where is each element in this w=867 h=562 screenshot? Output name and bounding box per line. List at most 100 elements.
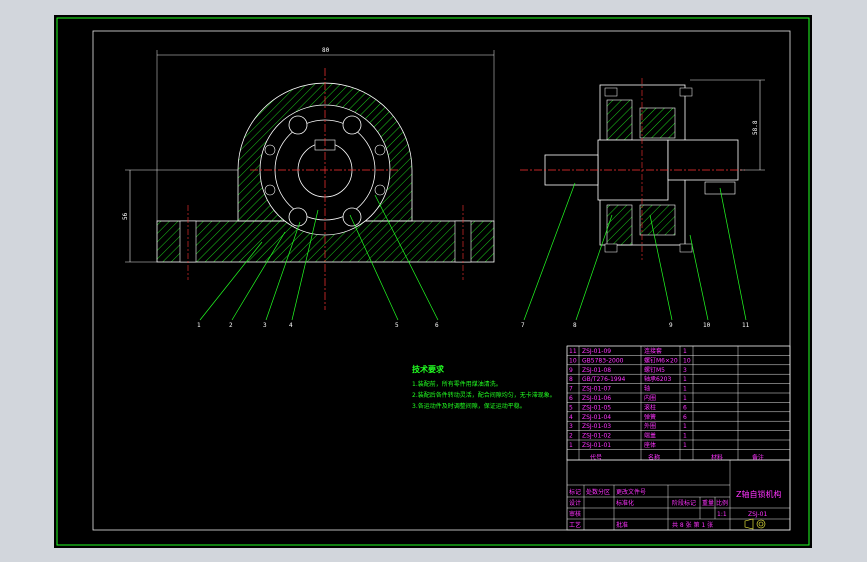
- svg-text:比例: 比例: [716, 499, 728, 507]
- svg-text:5: 5: [395, 322, 399, 329]
- bom-no: 4: [569, 414, 573, 421]
- svg-text:2.装配后各件转动灵活，配合间隙均匀，无卡滞现象。: 2.装配后各件转动灵活，配合间隙均匀，无卡滞现象。: [412, 391, 556, 399]
- drawing-title: Z轴自锁机构: [736, 489, 781, 499]
- svg-text:3.各运动件及时调整间隙，保证运动平稳。: 3.各运动件及时调整间隙，保证运动平稳。: [412, 402, 526, 410]
- svg-text:更改文件号: 更改文件号: [616, 488, 646, 496]
- bom-header-remark: 备注: [752, 453, 764, 461]
- bom-no: 11: [569, 348, 577, 355]
- spring-seat: [264, 184, 276, 196]
- leader-lines: [199, 182, 747, 321]
- bom-no: 1: [569, 442, 573, 449]
- bom-name: 内圈: [644, 394, 656, 402]
- balloon-labels: 1 2 3 4 5 6 7 8 9 10 11: [197, 322, 750, 329]
- bom-code: ZSJ-01-03: [582, 423, 611, 430]
- bom-code: ZSJ-01-01: [582, 442, 611, 449]
- svg-text:阶段标记: 阶段标记: [672, 499, 696, 507]
- roller: [288, 115, 308, 135]
- side-sleeve: [667, 139, 739, 181]
- svg-text:1.装配前，所有零件用煤油清洗。: 1.装配前，所有零件用煤油清洗。: [412, 380, 502, 388]
- svg-text:2: 2: [229, 322, 233, 329]
- bom-qty: 1: [683, 376, 687, 383]
- sheet-count: 共 8 张 第 1 张: [672, 521, 713, 529]
- bom-no: 6: [569, 395, 573, 402]
- bom-code: GB/T276-1994: [582, 376, 626, 383]
- bom-no: 9: [569, 367, 573, 374]
- roller: [288, 207, 308, 227]
- svg-text:设计: 设计: [569, 499, 581, 507]
- spring-seat: [374, 144, 386, 156]
- svg-text:4: 4: [289, 322, 293, 329]
- bom-code: ZSJ-01-09: [582, 348, 611, 355]
- bom-no: 10: [569, 357, 577, 364]
- bom-name: 弹簧: [644, 413, 656, 421]
- svg-text:标记: 标记: [569, 488, 581, 496]
- bom-name: 外圈: [644, 422, 656, 430]
- tech-requirements: 技术要求 1.装配前，所有零件用煤油清洗。 2.装配后各件转动灵活，配合间隙均匀…: [412, 364, 556, 410]
- bom-no: 7: [569, 386, 573, 393]
- roller: [342, 207, 362, 227]
- outer-frame: [56, 17, 810, 546]
- bom-name: 螺钉M6×20: [644, 356, 678, 364]
- bom-qty: 1: [683, 348, 687, 355]
- svg-text:8: 8: [573, 322, 577, 329]
- svg-text:7: 7: [521, 322, 525, 329]
- svg-text:重量: 重量: [702, 499, 714, 507]
- bom-qty: 6: [683, 404, 687, 411]
- bom-name: 端盖: [644, 432, 656, 440]
- bom-qty: 10: [683, 357, 691, 364]
- bom-code: GB5783-2000: [582, 357, 624, 364]
- bom-name: 座体: [644, 441, 656, 449]
- svg-text:标准化: 标准化: [616, 499, 634, 507]
- bom-header-material: 材料: [711, 453, 723, 461]
- spring-seat: [374, 184, 386, 196]
- bom-qty: 1: [683, 395, 687, 402]
- bom-no: 8: [569, 376, 573, 383]
- bom-name: 连接套: [644, 347, 662, 355]
- bom-code: ZSJ-01-06: [582, 395, 611, 402]
- bom-no: 2: [569, 433, 573, 440]
- bom-code: ZSJ-01-02: [582, 433, 611, 440]
- bom-code: ZSJ-01-04: [582, 414, 611, 421]
- bom-code: ZSJ-01-07: [582, 386, 611, 393]
- bom-header-code: 代号: [590, 453, 602, 461]
- bom-no: 3: [569, 423, 573, 430]
- svg-text:10: 10: [703, 322, 711, 329]
- inner-frame: [92, 30, 791, 531]
- svg-text:3: 3: [263, 322, 267, 329]
- bom-no: 5: [569, 404, 573, 411]
- spring-seat: [264, 144, 276, 156]
- model-space: [54, 15, 812, 548]
- front-view: 80 56: [122, 47, 495, 310]
- dim-width-text: 80: [322, 47, 330, 54]
- bom-qty: 1: [683, 442, 687, 449]
- bom-name: 轴承6203: [644, 375, 671, 383]
- bom-name: 轴: [644, 385, 650, 393]
- svg-text:处数: 处数: [586, 488, 598, 496]
- svg-text:工艺: 工艺: [569, 521, 581, 529]
- svg-text:9: 9: [669, 322, 673, 329]
- bom-qty: 1: [683, 433, 687, 440]
- svg-text:6: 6: [435, 322, 439, 329]
- svg-text:11: 11: [742, 322, 750, 329]
- svg-text:批准: 批准: [616, 521, 628, 529]
- bom-qty: 1: [683, 386, 687, 393]
- bom-code: ZSJ-01-05: [582, 404, 611, 411]
- bom-name: 滚柱: [644, 403, 656, 411]
- dim-height-text: 56: [122, 212, 129, 220]
- bom-qty: 3: [683, 367, 687, 374]
- roller: [342, 115, 362, 135]
- svg-text:1: 1: [197, 322, 201, 329]
- bom-qty: 1: [683, 423, 687, 430]
- bom-name: 螺钉M5: [644, 366, 665, 374]
- bom-qty: 6: [683, 414, 687, 421]
- scale-value: 1:1: [717, 511, 727, 518]
- side-section-view: 58.8: [520, 78, 765, 260]
- svg-text:分区: 分区: [598, 488, 610, 496]
- svg-text:审核: 审核: [569, 510, 581, 518]
- drawing-number: ZSJ-01: [748, 511, 767, 518]
- title-block: 标记 处数 分区 更改文件号 设计 标准化 审核 工艺 批准 阶段标记 重量 比…: [566, 459, 791, 531]
- bom-code: ZSJ-01-08: [582, 367, 611, 374]
